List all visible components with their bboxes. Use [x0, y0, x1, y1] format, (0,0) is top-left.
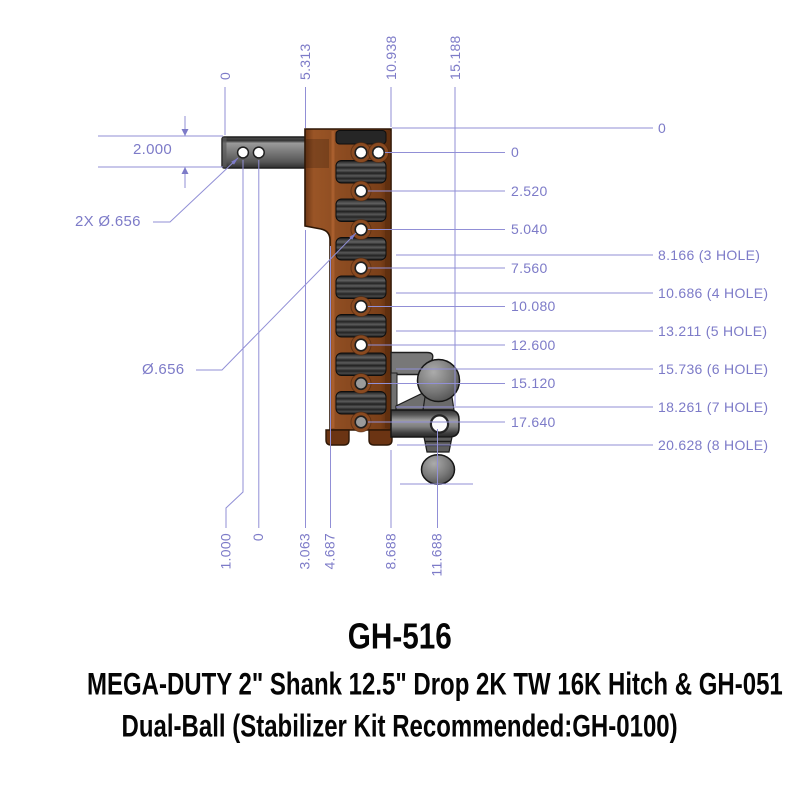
- dim-hole-15-120: 15.120: [511, 375, 556, 391]
- adjustment-holes: [350, 142, 389, 433]
- hitch-drawing-canvas: [98, 87, 653, 528]
- shank-hole-1: [236, 146, 250, 159]
- dim-bottom-11-688: 11.688: [429, 533, 445, 577]
- part-number: GH-516: [347, 615, 453, 656]
- dim-top-5-313: 5.313: [297, 43, 313, 80]
- dim-top-10-938: 10.938: [382, 35, 399, 80]
- dim-drop-0: 0: [658, 119, 667, 136]
- dim-hole-5-040: 5.040: [511, 221, 548, 237]
- callout-shank-holes: 2X Ø.656: [75, 213, 141, 230]
- dim-bottom-4-687: 4.687: [322, 533, 338, 570]
- dual-ball-mount: [390, 351, 461, 486]
- title-block: GH-516 MEGA-DUTY 2" Shank 12.5" Drop 2K …: [0, 612, 800, 746]
- dim-drop-3-hole: 8.166 (3 HOLE): [658, 246, 761, 263]
- dimension-lines: [98, 87, 653, 528]
- shank: [221, 136, 311, 169]
- serrated-adjustment-blocks: [335, 130, 387, 415]
- dim-drop-8-hole: 20.628 (8 HOLE): [658, 436, 769, 453]
- dim-hole-17-640: 17.640: [511, 413, 556, 430]
- dim-drop-4-hole: 10.686 (4 HOLE): [658, 284, 769, 301]
- dim-top-0: 0: [216, 71, 233, 80]
- dim-hole-2-520: 2.520: [511, 182, 548, 199]
- dim-hole-12-600: 12.600: [511, 336, 556, 353]
- dim-drop-5-hole: 13.211 (5 HOLE): [658, 322, 768, 339]
- callout-adjust-holes: Ø.656: [142, 361, 185, 378]
- description-line-2: Dual-Ball (Stabilizer Kit Recommended:GH…: [121, 709, 679, 745]
- top-hitch-ball: [416, 358, 461, 403]
- description-line-1: MEGA-DUTY 2" Shank 12.5" Drop 2K TW 16K …: [86, 667, 783, 703]
- dim-hole-10-080: 10.080: [511, 298, 556, 314]
- dim-drop-7-hole: 18.261 (7 HOLE): [658, 398, 769, 415]
- dim-hole-7-560: 7.560: [511, 259, 548, 276]
- dim-top-15-188: 15.188: [446, 35, 463, 80]
- shank-hole-2: [252, 146, 265, 159]
- dim-bottom-3-063: 3.063: [297, 533, 313, 570]
- dim-bottom-0: 0: [250, 533, 266, 542]
- dim-hole-0: 0: [511, 144, 520, 160]
- dimension-arrowheads: [181, 129, 356, 240]
- dim-bottom-8-688: 8.688: [382, 533, 399, 570]
- dim-drop-6-hole: 15.736 (6 HOLE): [658, 360, 769, 377]
- dim-shank-height: 2.000: [133, 141, 173, 158]
- dim-bottom-1-000: 1.000: [217, 533, 234, 570]
- ball-mount-pin-hole: [429, 414, 450, 434]
